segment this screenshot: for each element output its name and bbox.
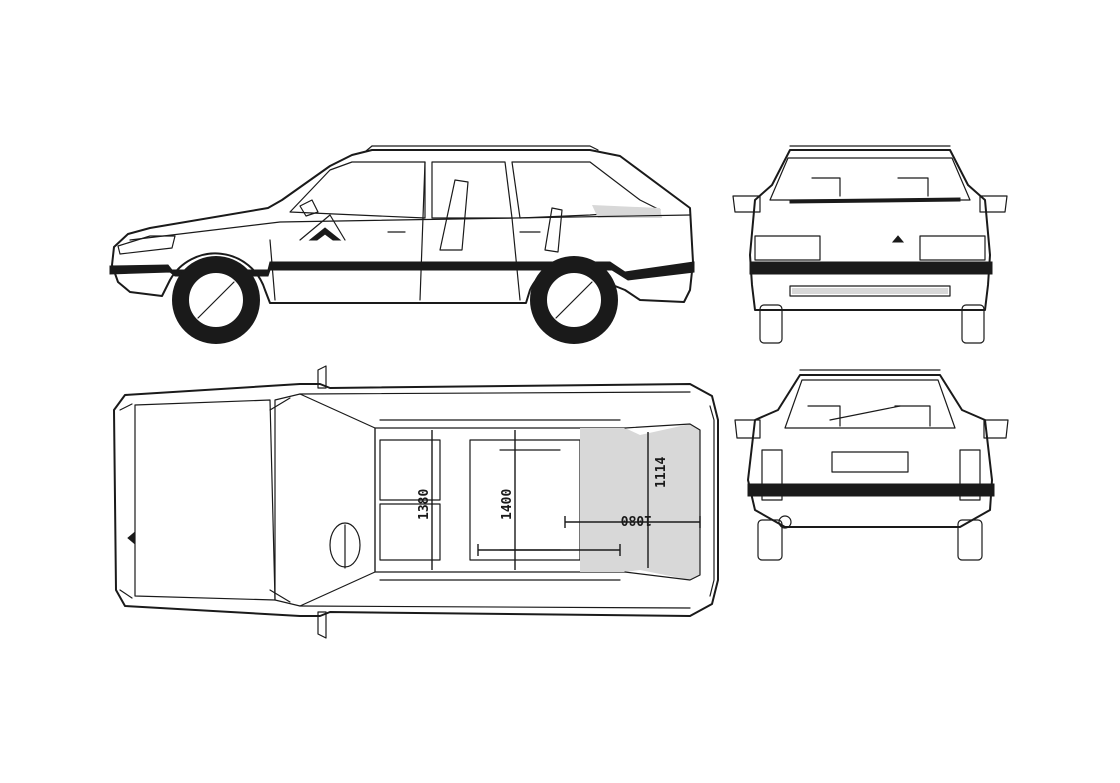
rear-window — [784, 379, 956, 429]
rear-view — [734, 369, 1009, 561]
front-right-mirror — [979, 195, 1008, 213]
side-view — [109, 145, 695, 344]
rear-plate — [831, 451, 909, 473]
front-body-outline — [749, 149, 991, 311]
top-windscreen — [274, 393, 376, 607]
dimension-1380: 1380 — [417, 489, 432, 520]
front-bumper — [749, 261, 993, 275]
dimension-1080: 1080 — [621, 512, 652, 527]
dimension-1114: 1114 — [654, 457, 669, 488]
front-view — [732, 145, 1008, 344]
rear-body-outline — [747, 374, 993, 528]
top-body-outline — [113, 383, 719, 617]
front-windscreen — [769, 157, 971, 201]
front-left-mirror — [732, 195, 761, 213]
top-view — [113, 365, 719, 639]
rear-bumper — [747, 483, 995, 497]
dimension-1400: 1400 — [500, 489, 515, 520]
